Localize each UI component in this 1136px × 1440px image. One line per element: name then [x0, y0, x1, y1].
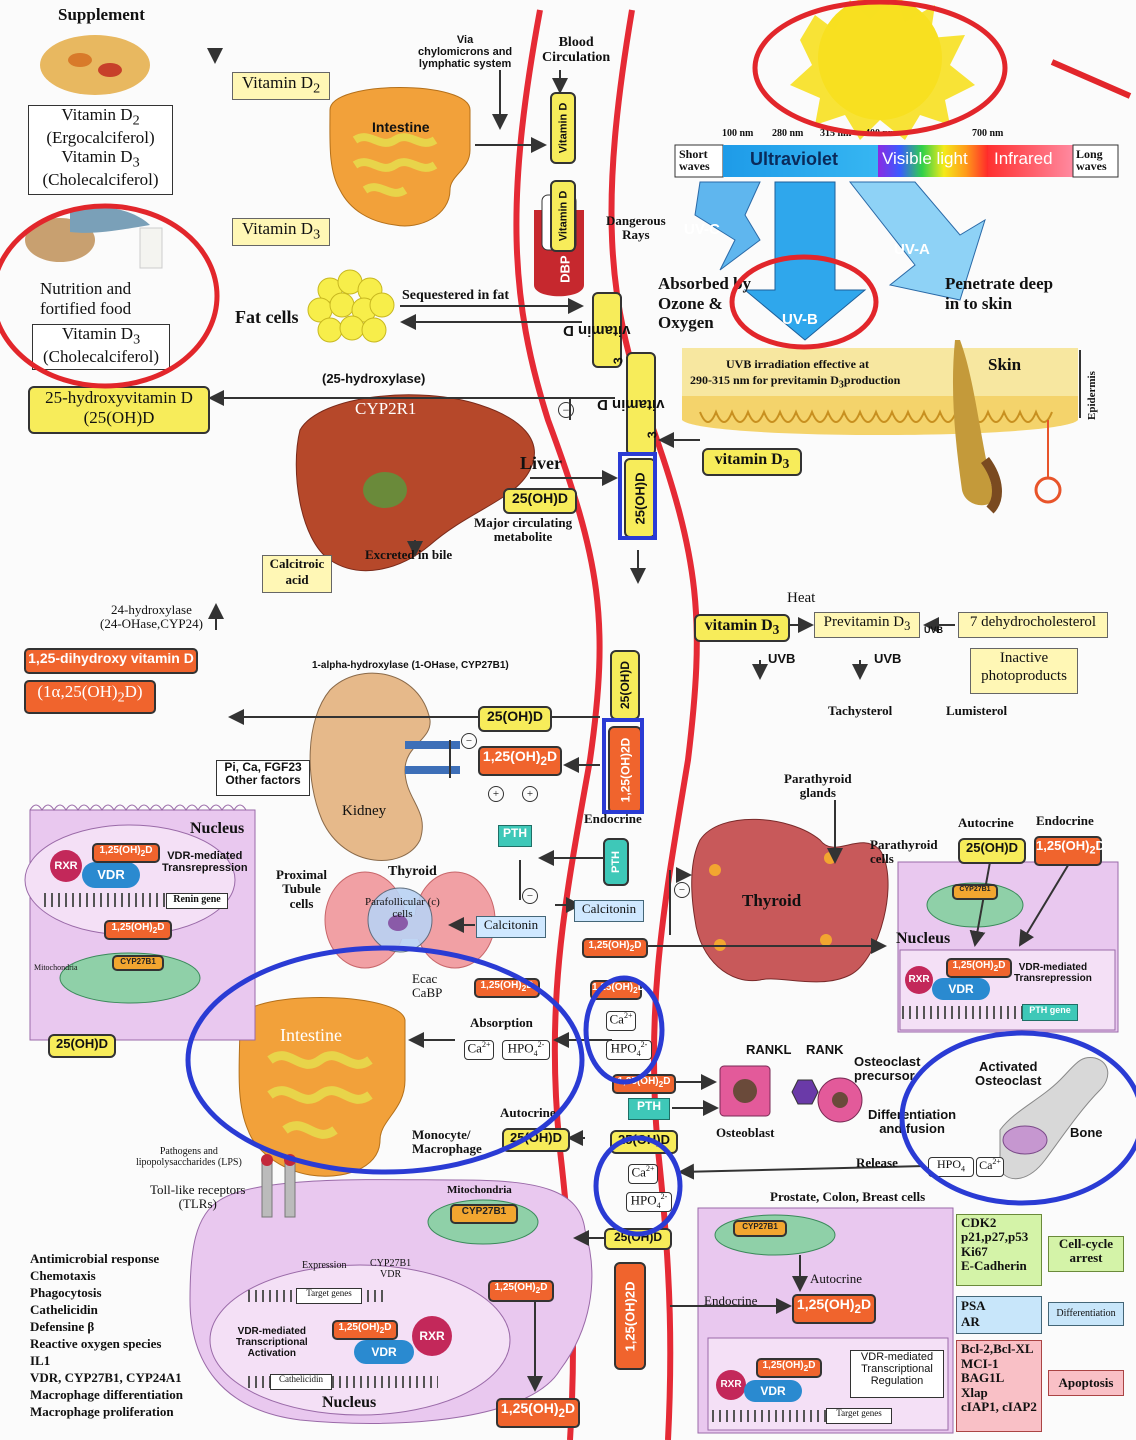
blue-circle-ca-top	[586, 978, 662, 1082]
blue-circle-intestine	[188, 948, 582, 1172]
red-line-sun	[1052, 62, 1130, 96]
blue-circle-ca-bottom	[596, 1138, 680, 1234]
blue-circle-bone	[902, 1033, 1136, 1203]
blue-box-25ohd	[620, 454, 655, 538]
blue-box-125ohd	[604, 720, 642, 812]
red-circle-nutrition	[0, 206, 217, 386]
red-circle-uvb	[732, 257, 876, 347]
red-circle-sun	[755, 2, 1005, 134]
